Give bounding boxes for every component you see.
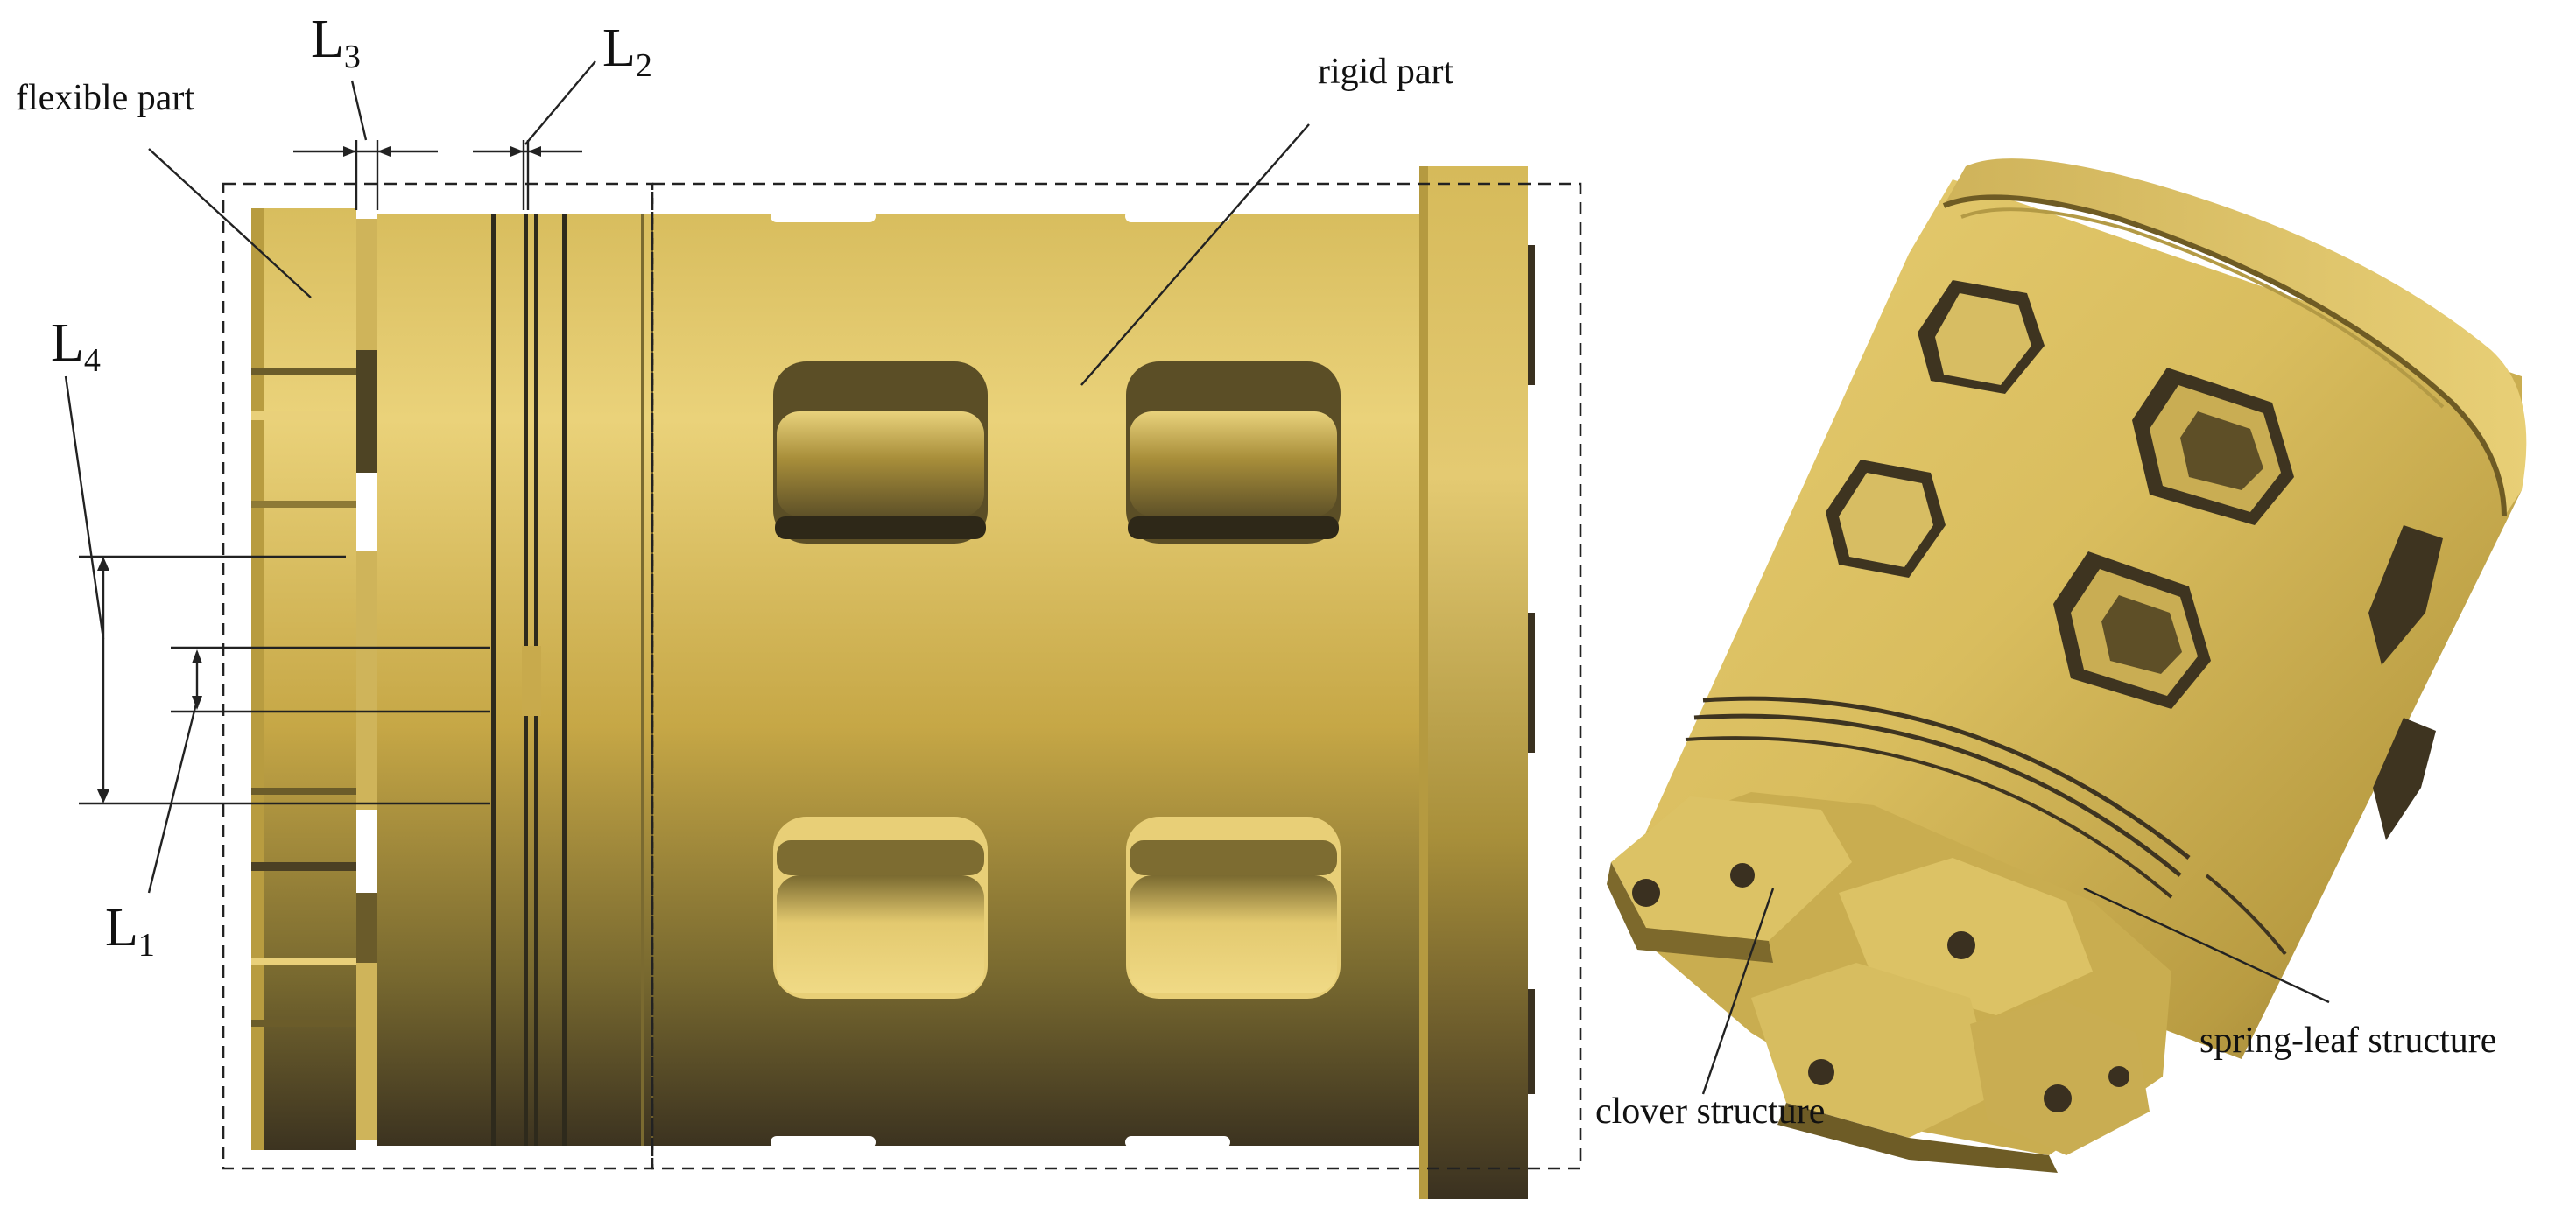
clover-structure-leader [1701, 888, 1775, 1095]
dimension-l1 [147, 646, 490, 894]
label-clover-structure: clover structure [1595, 1091, 1825, 1132]
rigid-part-windows [773, 361, 1341, 999]
label-l2: L2 [602, 18, 652, 84]
windows-3d [1826, 280, 2443, 840]
label-l1: L1 [105, 898, 155, 964]
label-spring-leaf-structure: spring-leaf structure [2199, 1021, 2496, 1061]
dimension-l2 [473, 60, 596, 210]
dimension-l3 [293, 80, 438, 210]
side-view: L3 L2 L4 L1 flexible part rigid part [16, 10, 1582, 1199]
dimension-l4 [64, 375, 490, 805]
label-l4: L4 [51, 313, 101, 379]
flexible-part-leader [148, 148, 312, 298]
flange-3d [1944, 158, 2527, 517]
clover-structure-3d [1607, 792, 2171, 1173]
spring-leaf-structure-leader [2083, 887, 2330, 1004]
label-l3: L3 [311, 10, 361, 75]
window-top-right [1126, 361, 1341, 544]
flexible-part-body [251, 208, 377, 1150]
rigid-part-boundary [651, 182, 1582, 1170]
flange [1419, 166, 1535, 1199]
label-rigid-part: rigid part [1318, 52, 1453, 92]
spring-leaf-grooves-3d [1685, 696, 2287, 956]
rigid-part-leader [1080, 123, 1310, 386]
main-cylinder [377, 210, 1419, 1148]
label-flexible-part: flexible part [16, 78, 194, 118]
window-bottom-left [773, 817, 988, 999]
window-bottom-right [1126, 817, 1341, 999]
isometric-view: clover structure spring-leaf structure [1595, 158, 2527, 1173]
window-top-left [773, 361, 988, 544]
